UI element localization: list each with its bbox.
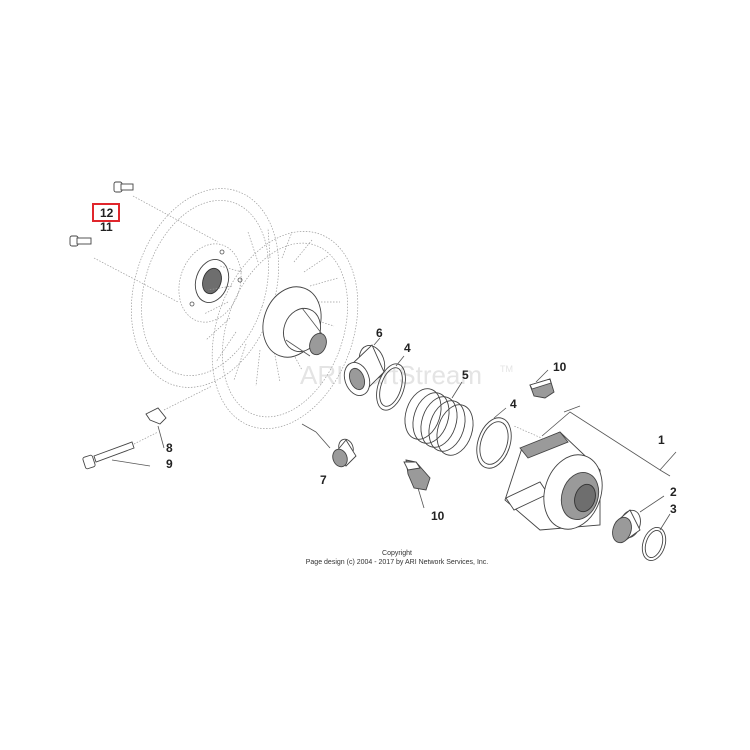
bushing-2-part bbox=[612, 509, 641, 544]
shim-ring-4b-part bbox=[476, 417, 512, 469]
copyright-notice: Page design (c) 2004 - 2017 by ARI Netwo… bbox=[306, 559, 489, 566]
copyright-block: Copyright Page design (c) 2004 - 2017 by… bbox=[306, 550, 489, 566]
callout-12-highlight-box bbox=[92, 203, 120, 222]
bushing-6-part bbox=[343, 344, 386, 396]
roller-7-part bbox=[332, 438, 357, 468]
sheave-disc-part bbox=[130, 188, 280, 388]
bolt-12-part bbox=[113, 181, 219, 243]
button-10b-part bbox=[403, 459, 431, 491]
callout-7[interactable]: 7 bbox=[320, 473, 327, 487]
callout-4-left[interactable]: 4 bbox=[404, 341, 411, 355]
callout-11[interactable]: 11 bbox=[100, 220, 113, 234]
callout-12[interactable]: 12 bbox=[100, 206, 114, 220]
callout-4-right[interactable]: 4 bbox=[510, 397, 517, 411]
clip-8-part bbox=[145, 385, 213, 425]
callout-10-upper[interactable]: 10 bbox=[553, 360, 567, 374]
bolt-9-part bbox=[82, 431, 159, 470]
fixed-sheave-part bbox=[203, 227, 359, 429]
cam-1-part bbox=[504, 425, 603, 531]
callout-9[interactable]: 9 bbox=[166, 457, 173, 471]
callout-5[interactable]: 5 bbox=[462, 368, 469, 382]
watermark-tm: TM bbox=[500, 364, 513, 374]
callout-10-lower[interactable]: 10 bbox=[431, 509, 445, 523]
callout-1[interactable]: 1 bbox=[658, 433, 665, 447]
callout-6[interactable]: 6 bbox=[376, 326, 383, 340]
callout-2[interactable]: 2 bbox=[670, 485, 677, 499]
watermark: ARI PartStream TM bbox=[300, 360, 513, 390]
snap-ring-3-part bbox=[641, 527, 667, 561]
button-10a-part bbox=[529, 378, 555, 399]
leader-lines bbox=[111, 337, 677, 531]
callout-3[interactable]: 3 bbox=[670, 502, 677, 516]
spring-5-part bbox=[404, 388, 474, 456]
shim-ring-4a-part bbox=[376, 363, 406, 411]
bolt-11-part bbox=[69, 235, 179, 303]
callouts: 12 11 6 4 5 10 4 1 8 9 7 10 2 3 bbox=[92, 203, 677, 523]
copyright-title: Copyright bbox=[382, 550, 412, 557]
callout-8[interactable]: 8 bbox=[166, 441, 173, 455]
